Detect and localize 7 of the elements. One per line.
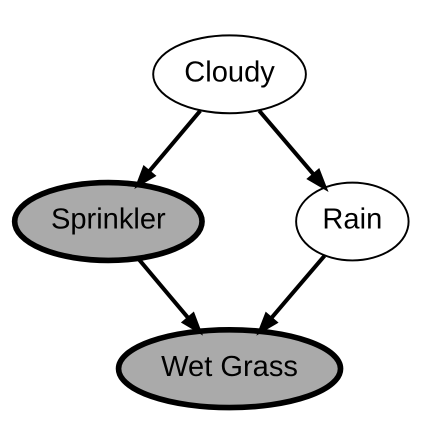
node-ellipse: Sprinkler	[12, 179, 205, 263]
node-ellipse: Cloudy	[152, 34, 307, 114]
arrow	[258, 108, 329, 192]
node-ellipse: Wet Grass	[116, 326, 344, 410]
node-ellipse: Rain	[295, 181, 410, 261]
arrow	[256, 254, 326, 336]
arrow	[134, 108, 202, 189]
